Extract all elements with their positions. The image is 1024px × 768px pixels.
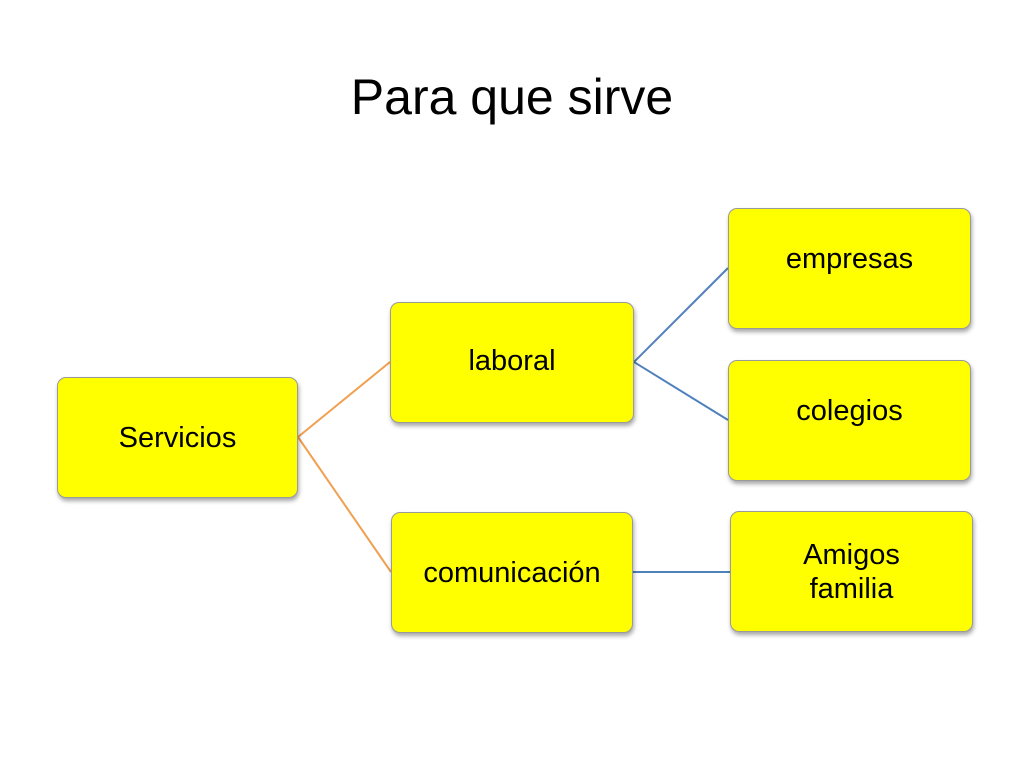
node-label-empresas: empresas bbox=[785, 242, 914, 275]
connector-root-comunicacion bbox=[297, 436, 392, 573]
node-amigos-familia: Amigos familia bbox=[730, 511, 973, 632]
connector-laboral-colegios bbox=[633, 361, 729, 421]
node-laboral: laboral bbox=[390, 302, 634, 423]
connector-root-laboral bbox=[297, 361, 391, 438]
node-label-amigos-familia: Amigos familia bbox=[803, 538, 900, 605]
connector-laboral-empresas bbox=[633, 267, 729, 363]
node-comunicacion: comunicación bbox=[391, 512, 633, 633]
node-label-comunicacion: comunicación bbox=[423, 556, 601, 589]
node-colegios: colegios bbox=[728, 360, 971, 481]
node-servicios: Servicios bbox=[57, 377, 298, 498]
node-empresas: empresas bbox=[728, 208, 971, 329]
node-label-servicios: Servicios bbox=[118, 421, 237, 454]
node-label-laboral: laboral bbox=[468, 344, 556, 377]
node-label-colegios: colegios bbox=[796, 394, 903, 427]
slide-title: Para que sirve bbox=[350, 69, 674, 125]
